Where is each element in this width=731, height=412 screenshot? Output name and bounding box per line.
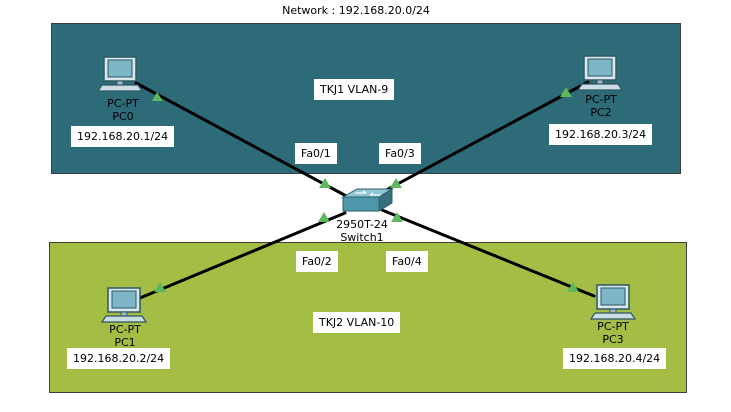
switch-name: Switch1 (340, 231, 384, 244)
pc3-icon[interactable] (589, 284, 637, 320)
pc1-icon[interactable] (100, 287, 148, 323)
link-pc2-switch[interactable] (373, 80, 590, 198)
pc2-icon[interactable] (576, 55, 624, 91)
port-fa0-2: Fa0/2 (296, 251, 338, 272)
link-pc1-switch[interactable] (138, 211, 347, 300)
pc2-name: PC2 (590, 106, 612, 119)
pc3-ip: 192.168.20.4/24 (563, 348, 667, 369)
port-fa0-4: Fa0/4 (386, 251, 428, 272)
pc1-name: PC1 (114, 336, 136, 349)
link-marker-fa0-4 (391, 212, 403, 222)
pc1-ip: 192.168.20.2/24 (67, 348, 171, 369)
switch-model: 2950T-24 (336, 218, 388, 231)
pc3-type: PC-PT (597, 320, 629, 333)
network-title: Network : 192.168.20.0/24 (282, 4, 430, 17)
link-marker-pc1 (154, 282, 166, 292)
port-fa0-1: Fa0/1 (295, 143, 337, 164)
vlan-10-label: TKJ2 VLAN-10 (313, 312, 401, 333)
pc2-type: PC-PT (585, 93, 617, 106)
pc0-type: PC-PT (107, 97, 139, 110)
vlan-9-label: TKJ1 VLAN-9 (314, 79, 395, 100)
port-fa0-3: Fa0/3 (379, 143, 421, 164)
link-marker-fa0-1 (319, 178, 331, 188)
link-marker-fa0-3 (390, 178, 402, 188)
link-marker-pc0 (152, 92, 163, 101)
pc0-icon[interactable] (96, 56, 144, 92)
pc1-type: PC-PT (109, 323, 141, 336)
pc0-name: PC0 (112, 110, 134, 123)
pc3-name: PC3 (602, 333, 624, 346)
link-marker-pc2 (560, 87, 572, 97)
link-pc3-switch[interactable] (380, 208, 596, 298)
switch-icon[interactable] (341, 188, 394, 212)
link-pc0-switch[interactable] (134, 81, 352, 200)
link-marker-pc3 (567, 282, 579, 292)
pc2-ip: 192.168.20.3/24 (549, 124, 653, 145)
pc0-ip: 192.168.20.1/24 (71, 126, 175, 147)
link-marker-fa0-2 (318, 212, 330, 222)
